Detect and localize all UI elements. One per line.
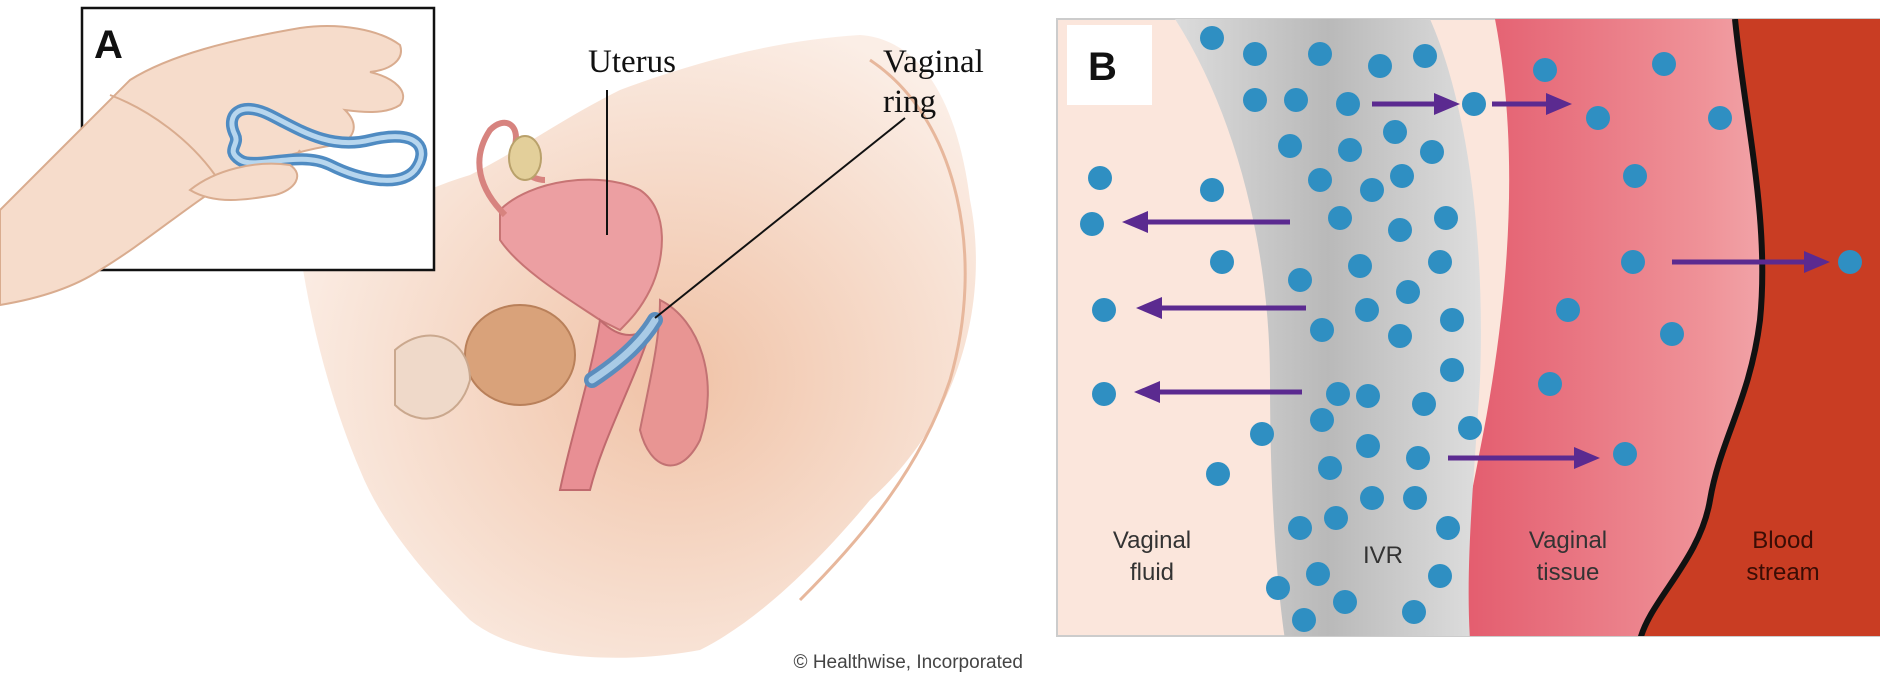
drug-molecule-dot [1402,600,1426,624]
drug-molecule-dot [1092,382,1116,406]
drug-molecule-dot [1660,322,1684,346]
drug-molecule-dot [1356,384,1380,408]
blood-label-line1: Blood [1752,527,1813,554]
drug-molecule-dot [1266,576,1290,600]
drug-molecule-dot [1200,26,1224,50]
ivr-label: IVR [1363,542,1403,569]
drug-molecule-dot [1838,250,1862,274]
fluid-label-line1: Vaginal [1113,527,1191,554]
drug-molecule-dot [1333,590,1357,614]
drug-molecule-dot [1326,382,1350,406]
drug-molecule-dot [1440,358,1464,382]
drug-molecule-dot [1243,88,1267,112]
ring-label-line1: Vaginal [883,44,984,80]
panel-a-label: A [94,23,123,67]
inset-hand-ring [0,8,434,305]
ovary [509,136,541,180]
drug-molecule-dot [1708,106,1732,130]
drug-molecule-dot [1206,462,1230,486]
drug-molecule-dot [1284,88,1308,112]
drug-molecule-dot [1292,608,1316,632]
drug-molecule-dot [1412,392,1436,416]
drug-molecule-dot [1406,446,1430,470]
drug-molecule-dot [1310,408,1334,432]
drug-molecule-dot [1436,516,1460,540]
drug-molecule-dot [1613,442,1637,466]
drug-molecule-dot [1413,44,1437,68]
drug-molecule-dot [1278,134,1302,158]
drug-molecule-dot [1368,54,1392,78]
drug-molecule-dot [1200,178,1224,202]
tissue-label-line1: Vaginal [1529,527,1607,554]
drug-molecule-dot [1621,250,1645,274]
drug-molecule-dot [1210,250,1234,274]
drug-molecule-dot [1338,138,1362,162]
ring-label-line2: ring [883,84,936,120]
drug-molecule-dot [1336,92,1360,116]
drug-molecule-dot [1390,164,1414,188]
drug-molecule-dot [1360,486,1384,510]
drug-molecule-dot [1360,178,1384,202]
fluid-label-line2: fluid [1130,559,1174,586]
drug-molecule-dot [1318,456,1342,480]
tissue-label-line2: tissue [1537,559,1600,586]
drug-molecule-dot [1434,206,1458,230]
drug-molecule-dot [1243,42,1267,66]
drug-molecule-dot [1355,298,1379,322]
drug-molecule-dot [1388,218,1412,242]
drug-molecule-dot [1288,516,1312,540]
drug-molecule-dot [1308,42,1332,66]
drug-molecule-dot [1250,422,1274,446]
drug-molecule-dot [1428,250,1452,274]
drug-molecule-dot [1348,254,1372,278]
drug-molecule-dot [1462,92,1486,116]
drug-molecule-dot [1440,308,1464,332]
drug-molecule-dot [1324,506,1348,530]
panel-b: B Vaginal fluid IVR Vaginal tissue Blood… [1057,19,1880,640]
drug-molecule-dot [1288,268,1312,292]
drug-molecule-dot [1308,168,1332,192]
credit: © Healthwise, Incorporated [794,652,1023,673]
drug-molecule-dot [1420,140,1444,164]
panel-b-label: B [1088,45,1117,89]
drug-molecule-dot [1533,58,1557,82]
drug-molecule-dot [1092,298,1116,322]
drug-molecule-dot [1458,416,1482,440]
panel-a: Uterus Vaginal ring A © Healthwise, Inco… [0,8,1023,673]
bladder [465,305,575,405]
uterus-label: Uterus [588,44,676,80]
drug-molecule-dot [1088,166,1112,190]
drug-molecule-dot [1328,206,1352,230]
drug-molecule-dot [1556,298,1580,322]
drug-molecule-dot [1623,164,1647,188]
drug-molecule-dot [1586,106,1610,130]
drug-molecule-dot [1383,120,1407,144]
drug-molecule-dot [1403,486,1427,510]
drug-molecule-dot [1080,212,1104,236]
drug-molecule-dot [1428,564,1452,588]
drug-molecule-dot [1356,434,1380,458]
drug-molecule-dot [1388,324,1412,348]
drug-molecule-dot [1652,52,1676,76]
drug-molecule-dot [1396,280,1420,304]
drug-molecule-dot [1306,562,1330,586]
drug-molecule-dot [1538,372,1562,396]
drug-molecule-dot [1310,318,1334,342]
blood-label-line2: stream [1746,559,1819,586]
